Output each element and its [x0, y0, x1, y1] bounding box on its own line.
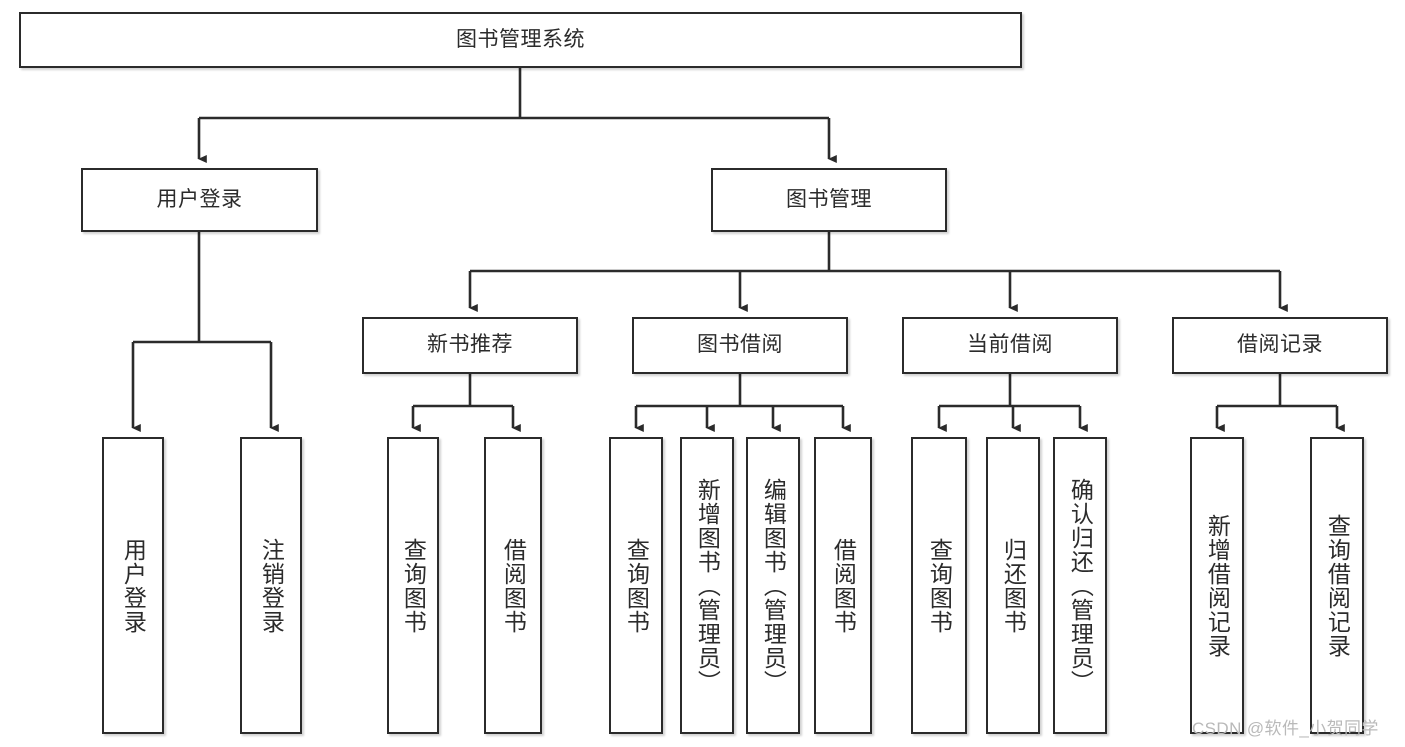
- node-label-leaf-query-book-current: 查询图书: [926, 537, 953, 634]
- node-label-leaf-query-book-recommend: 查询图书: [400, 537, 427, 634]
- node-leaf-user-login[interactable]: 用户登录: [102, 437, 164, 734]
- node-label-leaf-add-borrow-record: 新增借阅记录: [1204, 513, 1231, 658]
- node-book-management[interactable]: 图书管理: [711, 168, 947, 232]
- node-label-leaf-borrow-book-recommend: 借阅图书: [500, 537, 527, 634]
- node-leaf-return-book[interactable]: 归还图书: [986, 437, 1040, 734]
- node-label-leaf-query-borrow-record: 查询借阅记录: [1324, 513, 1351, 658]
- node-label-leaf-confirm-return: 确认归还（管理员）: [1067, 477, 1094, 694]
- node-label-leaf-borrow-book: 借阅图书: [830, 537, 857, 634]
- node-label-leaf-return-book: 归还图书: [1000, 537, 1027, 634]
- node-leaf-logout[interactable]: 注销登录: [240, 437, 302, 734]
- node-leaf-query-book-recommend[interactable]: 查询图书: [387, 437, 439, 734]
- node-label-leaf-add-book: 新增图书（管理员）: [694, 477, 721, 694]
- node-leaf-edit-book[interactable]: 编辑图书（管理员）: [746, 437, 800, 734]
- node-leaf-borrow-book-recommend[interactable]: 借阅图书: [484, 437, 542, 734]
- node-label-leaf-logout: 注销登录: [258, 537, 285, 634]
- node-label-leaf-user-login: 用户登录: [120, 537, 147, 634]
- node-leaf-query-book-current[interactable]: 查询图书: [911, 437, 967, 734]
- node-root[interactable]: 图书管理系统: [19, 12, 1022, 68]
- node-label-user-login: 用户登录: [156, 187, 243, 211]
- node-borrow-record[interactable]: 借阅记录: [1172, 317, 1388, 374]
- node-leaf-confirm-return[interactable]: 确认归还（管理员）: [1053, 437, 1107, 734]
- node-current-borrow[interactable]: 当前借阅: [902, 317, 1118, 374]
- node-book-borrow[interactable]: 图书借阅: [632, 317, 848, 374]
- node-user-login[interactable]: 用户登录: [81, 168, 318, 232]
- node-leaf-add-borrow-record[interactable]: 新增借阅记录: [1190, 437, 1244, 734]
- node-leaf-query-borrow-record[interactable]: 查询借阅记录: [1310, 437, 1364, 734]
- node-leaf-add-book[interactable]: 新增图书（管理员）: [680, 437, 734, 734]
- node-leaf-borrow-book[interactable]: 借阅图书: [814, 437, 872, 734]
- node-label-leaf-query-book-borrow: 查询图书: [623, 537, 650, 634]
- node-label-root: 图书管理系统: [456, 27, 585, 51]
- node-label-new-book-recommend: 新书推荐: [427, 333, 513, 357]
- node-label-book-borrow: 图书借阅: [697, 333, 783, 357]
- node-new-book-recommend[interactable]: 新书推荐: [362, 317, 578, 374]
- node-label-leaf-edit-book: 编辑图书（管理员）: [760, 477, 787, 694]
- node-label-current-borrow: 当前借阅: [967, 333, 1053, 357]
- node-label-borrow-record: 借阅记录: [1237, 333, 1323, 357]
- node-leaf-query-book-borrow[interactable]: 查询图书: [609, 437, 663, 734]
- node-label-book-management: 图书管理: [786, 187, 872, 211]
